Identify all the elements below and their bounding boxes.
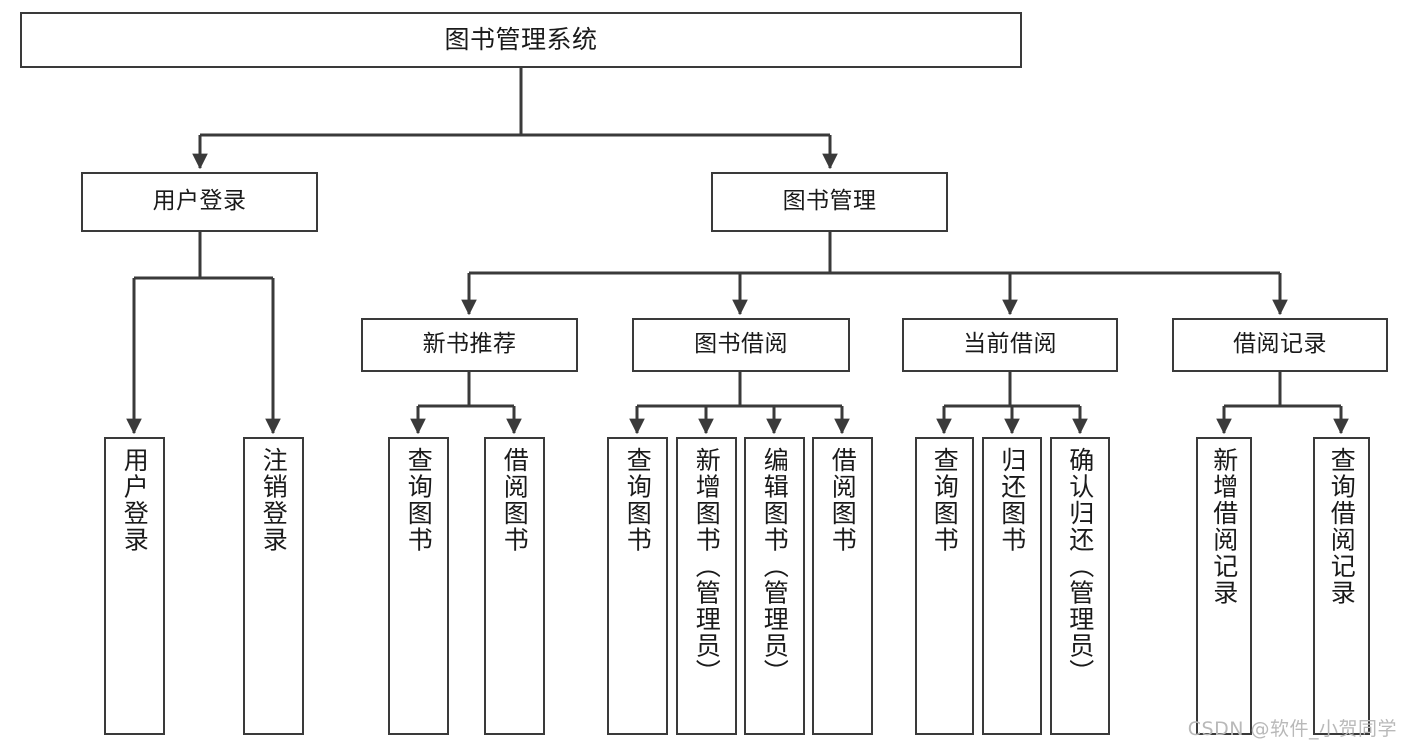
node-label: 图书管理	[782, 188, 877, 215]
node-borrow-record[interactable]: 借阅记录	[1172, 318, 1388, 372]
node-label: 新增借阅记录	[1209, 447, 1239, 606]
node-leaf-user-login[interactable]: 用户登录	[104, 437, 165, 735]
node-leaf-add-borrow-record[interactable]: 新增借阅记录	[1196, 437, 1252, 735]
node-label: 查询借阅记录	[1327, 447, 1357, 606]
node-current-borrow[interactable]: 当前借阅	[902, 318, 1118, 372]
node-label: 当前借阅	[963, 331, 1057, 358]
node-leaf-user-logout[interactable]: 注销登录	[243, 437, 304, 735]
node-leaf-query-borrow-record[interactable]: 查询借阅记录	[1313, 437, 1370, 735]
node-leaf-confirm-return-admin[interactable]: 确认归还（管理员）	[1050, 437, 1110, 735]
node-label: 借阅图书	[828, 447, 858, 553]
node-label: 借阅图书	[500, 447, 530, 553]
node-label: 归还图书	[997, 447, 1027, 553]
node-label: 查询图书	[623, 447, 653, 553]
node-book-borrow[interactable]: 图书借阅	[632, 318, 850, 372]
node-leaf-query-book-current[interactable]: 查询图书	[915, 437, 974, 735]
node-label: 用户登录	[152, 188, 247, 215]
node-label: 确认归还（管理员）	[1065, 447, 1095, 686]
node-leaf-borrow-book-recommend[interactable]: 借阅图书	[484, 437, 545, 735]
node-root-book-management-system[interactable]: 图书管理系统	[20, 12, 1022, 68]
node-label: 用户登录	[120, 447, 150, 553]
node-leaf-borrow-book[interactable]: 借阅图书	[812, 437, 873, 735]
node-label: 图书管理系统	[444, 25, 598, 55]
node-leaf-query-book-borrow[interactable]: 查询图书	[607, 437, 668, 735]
node-label: 编辑图书（管理员）	[760, 447, 790, 686]
csdn-watermark: CSDN @软件_小贺同学	[1187, 718, 1397, 740]
node-label: 查询图书	[930, 447, 960, 553]
node-new-book-recommend[interactable]: 新书推荐	[361, 318, 578, 372]
node-leaf-edit-book-admin[interactable]: 编辑图书（管理员）	[744, 437, 805, 735]
node-leaf-return-book[interactable]: 归还图书	[982, 437, 1042, 735]
node-label: 查询图书	[404, 447, 434, 553]
node-user-login[interactable]: 用户登录	[81, 172, 318, 232]
node-leaf-add-book-admin[interactable]: 新增图书（管理员）	[676, 437, 737, 735]
node-label: 借阅记录	[1233, 331, 1327, 358]
node-leaf-query-book-recommend[interactable]: 查询图书	[388, 437, 449, 735]
node-label: 新增图书（管理员）	[692, 447, 722, 686]
node-book-management[interactable]: 图书管理	[711, 172, 948, 232]
node-label: 图书借阅	[694, 331, 788, 358]
node-label: 新书推荐	[422, 331, 517, 358]
node-label: 注销登录	[259, 447, 289, 553]
